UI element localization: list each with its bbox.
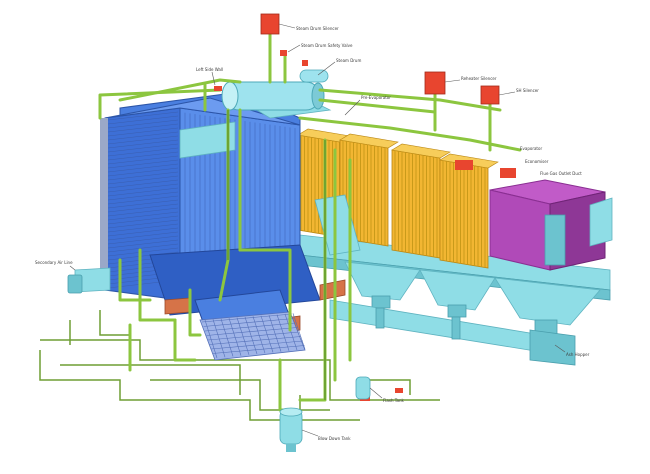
label-left-side-wall: Left Side Wall <box>196 67 223 72</box>
label-flue-gas-outlet: Flue Gas Outlet Duct <box>540 171 582 176</box>
label-pre-evaporator: Pre-Evaporator <box>361 95 391 100</box>
reheater-silencer-box <box>424 71 446 95</box>
economiser-box <box>489 179 613 271</box>
flue-gas-duct-structure <box>299 234 611 366</box>
label-steam-drum-safety-valve: Steam Drum Safety Valve <box>301 43 353 48</box>
tanks <box>279 376 371 452</box>
flash-tank-body <box>355 376 371 400</box>
diagram-labels: Steam Drum Silencer Steam Drum Safety Va… <box>35 26 590 441</box>
label-secondary-air-line: Secondary Air Line <box>35 260 73 265</box>
label-blow-down-tank: Blow Down Tank <box>318 436 351 441</box>
leader-lines <box>69 23 566 437</box>
label-sh-silencer: SH Silencer <box>516 88 539 93</box>
label-flash-tank: Flash Tank <box>383 398 405 403</box>
label-ash-hopper: Ash Hopper <box>566 352 590 357</box>
label-reheater-silencer: Reheater Silencer <box>461 76 497 81</box>
label-steam-drum-silencer: Steam Drum Silencer <box>296 26 339 31</box>
pipe-outlines <box>227 110 326 400</box>
label-steam-drum: Steam Drum <box>336 58 361 63</box>
steam-drum <box>221 69 329 111</box>
tube-bank-4 <box>439 153 499 269</box>
steam-drum-silencer-box <box>260 13 280 35</box>
furnace-wall-hatching <box>107 111 296 294</box>
label-economiser: Economiser <box>525 159 549 164</box>
tube-bank-3 <box>391 143 451 259</box>
grate-hatching <box>201 313 306 359</box>
ground-pipe-network <box>39 310 440 430</box>
silencers <box>260 13 500 105</box>
sh-silencer-box <box>480 85 500 105</box>
label-evaporator: Evaporator <box>520 146 542 151</box>
